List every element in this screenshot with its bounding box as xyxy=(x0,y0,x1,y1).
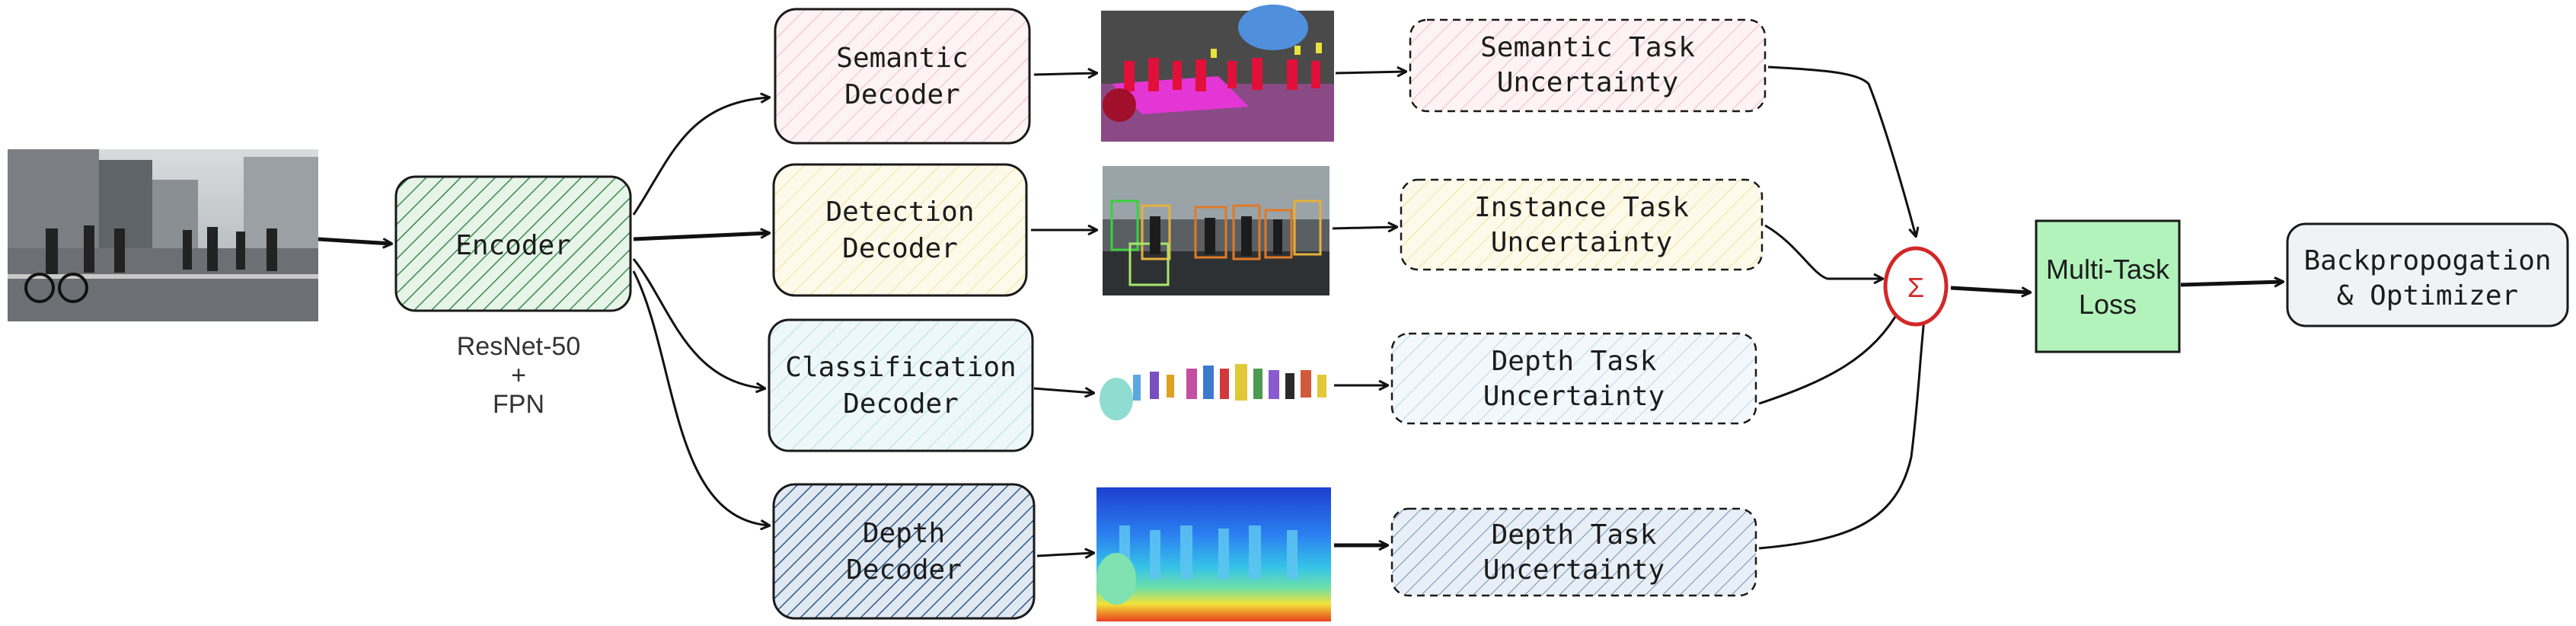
sum-node: Σ xyxy=(1883,246,1949,327)
sigma-symbol: Σ xyxy=(1907,272,1924,303)
arrow-input-to-encoder xyxy=(318,237,391,244)
svg-text:ResNet-50: ResNet-50 xyxy=(457,332,581,361)
svg-text:Uncertainty: Uncertainty xyxy=(1497,67,1678,98)
semantic-decoder-box: Semantic Decoder xyxy=(774,8,1031,145)
svg-text:FPN: FPN xyxy=(493,390,544,419)
depth-map-output xyxy=(1096,487,1331,621)
svg-text:Decoder: Decoder xyxy=(846,554,962,586)
depth-decoder-box: Depth Decoder xyxy=(772,483,1036,620)
arrow-classification-to-output xyxy=(1033,388,1093,393)
depth-task-uncertainty-box-2: Depth Task Uncertainty xyxy=(1390,507,1757,597)
arrow-detection-output-to-uncertainty xyxy=(1332,227,1397,228)
backbone-note: ResNet-50 + FPN xyxy=(457,332,581,419)
instance-cutouts-output xyxy=(1100,364,1326,420)
svg-text:+: + xyxy=(511,361,526,390)
svg-text:Depth: Depth xyxy=(863,518,945,549)
svg-text:Decoder: Decoder xyxy=(844,79,960,110)
arrow-depth-to-output xyxy=(1036,553,1093,556)
svg-text:Decoder: Decoder xyxy=(843,388,959,420)
arrow-sum-to-loss xyxy=(1950,286,2030,292)
detection-output xyxy=(1103,166,1329,295)
svg-text:Semantic Task: Semantic Task xyxy=(1480,32,1695,63)
svg-text:Classification: Classification xyxy=(785,352,1016,383)
svg-text:Detection: Detection xyxy=(825,196,974,228)
encoder-box: Encoder xyxy=(394,175,632,312)
detection-decoder-box: Detection Decoder xyxy=(772,163,1028,297)
classification-decoder-box: Classification Decoder xyxy=(768,318,1034,452)
arrow-instance-uncertainty-to-sum xyxy=(1764,224,1882,279)
svg-text:Instance Task: Instance Task xyxy=(1474,192,1689,223)
arrow-semantic-output-to-uncertainty xyxy=(1335,72,1406,73)
semantic-segmentation-output xyxy=(1101,5,1334,142)
multi-task-loss-box: Multi-Task Loss xyxy=(2035,219,2181,353)
svg-text:Depth Task: Depth Task xyxy=(1492,519,1657,551)
arrow-encoder-to-depth xyxy=(632,270,769,525)
svg-text:Decoder: Decoder xyxy=(842,233,958,264)
input-street-image xyxy=(8,149,318,321)
arrow-encoder-to-detection xyxy=(633,233,769,241)
semantic-task-uncertainty-box: Semantic Task Uncertainty xyxy=(1409,18,1767,113)
svg-text:Loss: Loss xyxy=(2079,289,2137,320)
arrow-depth-uncertainty-2-to-sum xyxy=(1758,312,1925,550)
arrow-semantic-uncertainty-to-sum xyxy=(1767,65,1916,236)
instance-task-uncertainty-box: Instance Task Uncertainty xyxy=(1400,178,1764,271)
svg-text:Depth Task: Depth Task xyxy=(1492,346,1657,377)
svg-text:Multi-Task: Multi-Task xyxy=(2046,254,2170,285)
svg-text:Uncertainty: Uncertainty xyxy=(1483,381,1665,412)
svg-text:Backpropogation: Backpropogation xyxy=(2303,245,2551,276)
backpropagation-optimizer-box: Backpropogation & Optimizer xyxy=(2286,222,2569,327)
svg-text:Uncertainty: Uncertainty xyxy=(1483,554,1665,586)
arrow-encoder-to-classification xyxy=(632,258,765,388)
arrow-encoder-to-semantic xyxy=(632,97,769,216)
svg-text:& Optimizer: & Optimizer xyxy=(2337,280,2518,311)
depth-task-uncertainty-box-1: Depth Task Uncertainty xyxy=(1390,332,1757,425)
svg-text:Uncertainty: Uncertainty xyxy=(1491,227,1672,258)
svg-text:Semantic: Semantic xyxy=(836,43,968,74)
arrow-semantic-to-output xyxy=(1033,73,1096,75)
arrow-depth-uncertainty-1-to-sum xyxy=(1758,308,1901,405)
encoder-label: Encoder xyxy=(455,230,571,261)
arrow-loss-to-optimizer xyxy=(2180,282,2283,285)
